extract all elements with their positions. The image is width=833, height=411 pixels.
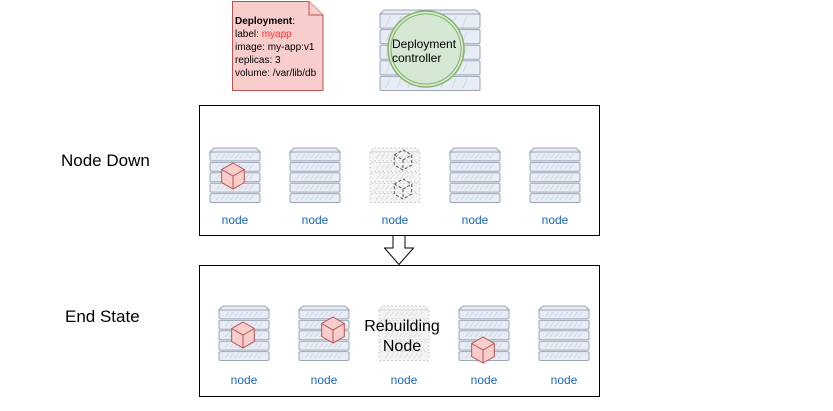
stage-2-node-1-label: node [230, 373, 258, 387]
stage-2-node-4-label: node [470, 373, 498, 387]
stage-1-node-3-server-icon [369, 147, 421, 203]
stage-2-node-3-label: node [390, 373, 418, 387]
stage-2-node-4-server-icon [458, 305, 510, 364]
deployment-title: Deployment [235, 16, 293, 27]
stage-1-node-3-missing-pod-icon [393, 149, 413, 171]
deployment-controller-label: Deployment controller [392, 37, 457, 65]
stage-2-node-2-pod-icon [321, 316, 345, 344]
deployment-label-key: label: [235, 29, 262, 40]
stage-1-node-5-label: node [541, 213, 569, 227]
deployment-spec: Deployment: label: myapp image: my-app:v… [235, 16, 317, 79]
stage-1-node-4-label: node [461, 213, 489, 227]
stage-2-node-1-server-icon [218, 305, 270, 361]
stage-title-end-state: End State [65, 307, 140, 326]
stage-2-node-1-pod-icon [231, 321, 255, 349]
deployment-image: image: my-app:v1 [235, 42, 315, 53]
transition-arrow [384, 235, 415, 266]
deployment-replicas: replicas: 3 [235, 55, 281, 66]
stage-1-node-2-server-icon [289, 147, 341, 203]
stage-2-node-2-label: node [310, 373, 338, 387]
deployment-label-value: myapp [261, 29, 292, 40]
stage-1-node-3-label: node [381, 213, 409, 227]
stage-1-node-3-missing-pod-icon [393, 178, 413, 200]
rebuilding-node-label: Rebuilding Node [364, 318, 440, 355]
stage-1-node-1-server-icon [209, 147, 261, 203]
deployment-document-shape [232, 1, 324, 91]
deployment-controller-circle [387, 10, 465, 88]
stage-2-node-2-server-icon [298, 305, 350, 361]
deployment-volume: volume: /var/lib/db [235, 68, 317, 79]
stage-2-node-4-pod-icon [471, 336, 495, 364]
stage-2-node-3-server-icon [378, 305, 430, 361]
stage-1-node-1-pod-icon [221, 162, 245, 190]
stage-2-node-5-server-icon [538, 305, 590, 361]
stage-title-node-down: Node Down [61, 151, 150, 170]
stage-1-node-2-label: node [301, 213, 329, 227]
stage-1-node-4-server-icon [449, 147, 501, 203]
stage-2-node-5-label: node [550, 373, 578, 387]
stage-1-node-1-label: node [221, 213, 249, 227]
stage-1-node-5-server-icon [529, 147, 581, 203]
